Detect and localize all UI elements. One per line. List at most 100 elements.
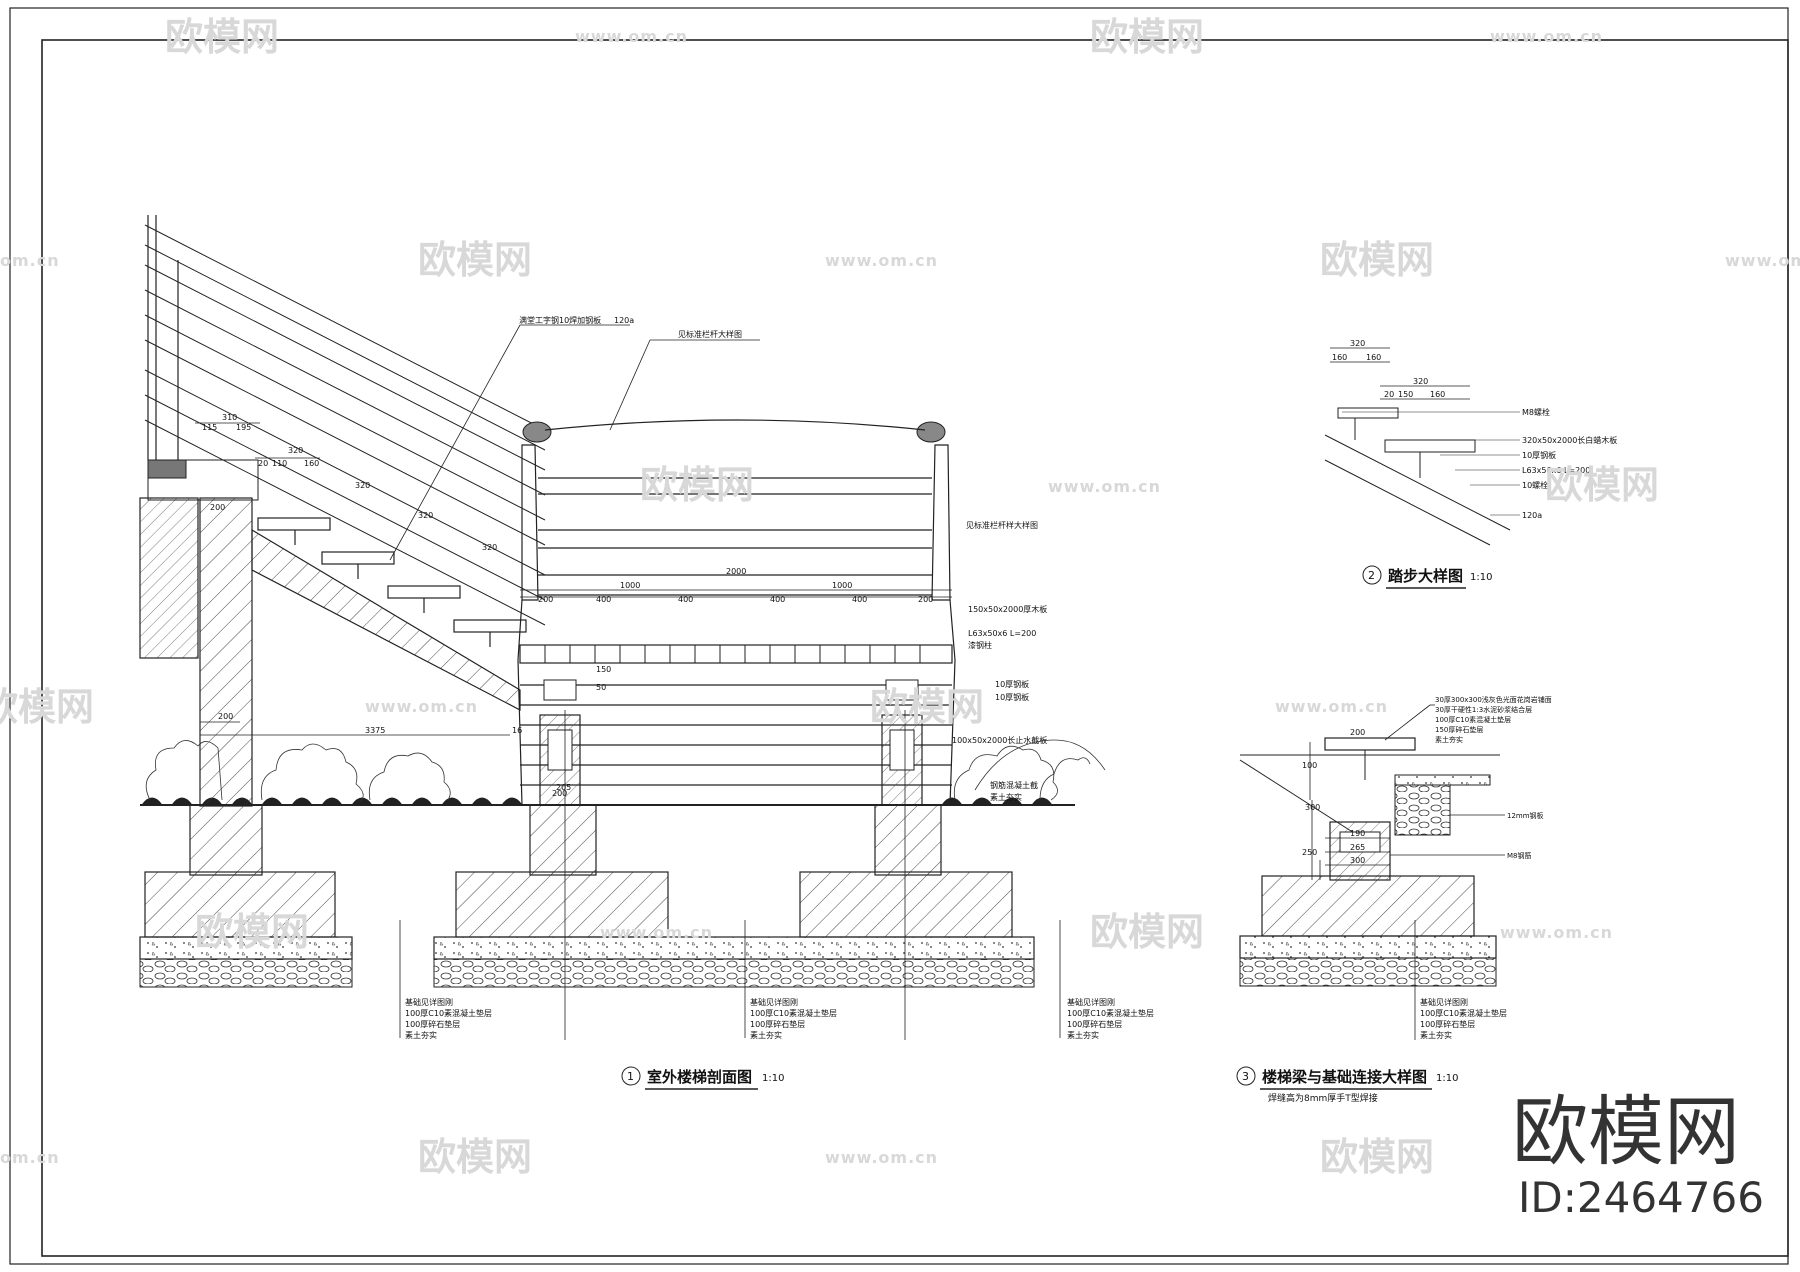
svg-text:150: 150 bbox=[1398, 390, 1413, 399]
svg-text:100厚碎石垫层: 100厚碎石垫层 bbox=[750, 1019, 805, 1029]
section-2-title: 2 踏步大样图 1:10 bbox=[1362, 565, 1492, 589]
dim: 3375 bbox=[365, 726, 385, 735]
note-7: 漆钢柱 bbox=[968, 640, 992, 650]
dim: 200 bbox=[918, 595, 933, 604]
note-8: 10厚钢板 bbox=[995, 679, 1029, 689]
section-1-drawing bbox=[139, 215, 1106, 1040]
section-3-drawing bbox=[1239, 704, 1505, 1040]
svg-text:素土夯实: 素土夯实 bbox=[1067, 1030, 1099, 1040]
svg-text:10厚钢板: 10厚钢板 bbox=[1522, 450, 1556, 460]
watermark-url: www.om.cn bbox=[825, 1148, 938, 1167]
svg-text:265: 265 bbox=[1350, 843, 1365, 852]
dim: 16 bbox=[512, 726, 522, 735]
foundation-notes-right: 基础见详图刚 100厚C10素混凝土垫层 100厚碎石垫层 素土夯实 bbox=[1067, 997, 1154, 1040]
svg-text:100厚C10素混凝土垫层: 100厚C10素混凝土垫层 bbox=[1067, 1008, 1154, 1018]
note-6: L63x50x6 L=200 bbox=[968, 629, 1036, 638]
section-3-notes: 30厚300x300浅灰色光面花岗岩铺面 30厚干硬性1:3水泥砂浆结合层 10… bbox=[1435, 695, 1552, 860]
stair-treads bbox=[257, 517, 527, 647]
svg-text:100: 100 bbox=[1302, 761, 1317, 770]
note-12: 素土夯实 bbox=[990, 792, 1022, 802]
dim: 400 bbox=[596, 595, 611, 604]
watermark-url: www.om.cn bbox=[825, 251, 938, 270]
svg-text:10螺栓: 10螺栓 bbox=[1522, 480, 1548, 490]
watermark-url: www.om.cn bbox=[365, 697, 478, 716]
svg-text:100厚碎石垫层: 100厚碎石垫层 bbox=[1420, 1019, 1475, 1029]
note-11: 钢筋混凝土截 bbox=[990, 780, 1038, 790]
section-3-title-text: 楼梯梁与基础连接大样图 bbox=[1262, 1068, 1427, 1086]
watermark-url: om.cn bbox=[0, 251, 60, 270]
section-2-drawing bbox=[1324, 347, 1520, 546]
dim: 320 bbox=[355, 481, 370, 490]
svg-text:160: 160 bbox=[1430, 390, 1445, 399]
watermark-brand: 欧模网 bbox=[418, 238, 532, 282]
watermark-url: www.om.cn bbox=[1048, 477, 1161, 496]
section-2-scale: 1:10 bbox=[1470, 572, 1492, 583]
note-4: 见标准栏杆样大样图 bbox=[966, 520, 1038, 530]
svg-text:100厚C10素混凝土垫层: 100厚C10素混凝土垫层 bbox=[405, 1008, 492, 1018]
dim: 310 bbox=[222, 413, 237, 422]
watermark-brand: 欧模网 bbox=[418, 1135, 532, 1179]
note-10: 100x50x2000长止水截板 bbox=[952, 735, 1047, 745]
svg-text:基础见详图刚: 基础见详图刚 bbox=[405, 997, 453, 1007]
section-2-number: 2 bbox=[1368, 569, 1375, 582]
svg-text:200: 200 bbox=[1350, 728, 1365, 737]
dim: 400 bbox=[678, 595, 693, 604]
svg-text:160: 160 bbox=[1332, 353, 1347, 362]
dim: 400 bbox=[852, 595, 867, 604]
note-1: 满堂工字钢10焊加钢板 bbox=[519, 315, 601, 325]
dim: 150 bbox=[596, 665, 611, 674]
watermark-big-brand: 欧模网 bbox=[1512, 1087, 1740, 1176]
svg-text:100厚C10素混凝土垫层: 100厚C10素混凝土垫层 bbox=[750, 1008, 837, 1018]
svg-text:素土夯实: 素土夯实 bbox=[1435, 735, 1463, 744]
platform-structure bbox=[517, 419, 956, 806]
svg-text:100厚C10素混凝土垫层: 100厚C10素混凝土垫层 bbox=[1420, 1008, 1507, 1018]
svg-text:L63x50x6 L=200: L63x50x6 L=200 bbox=[1522, 466, 1590, 475]
svg-text:基础见详图刚: 基础见详图刚 bbox=[750, 997, 798, 1007]
outer-frame bbox=[9, 7, 1789, 1265]
dim: 160 bbox=[304, 459, 319, 468]
svg-text:300: 300 bbox=[1350, 856, 1365, 865]
svg-text:素土夯实: 素土夯实 bbox=[750, 1030, 782, 1040]
svg-text:素土夯实: 素土夯实 bbox=[405, 1030, 437, 1040]
note-5: 150x50x2000厚木板 bbox=[968, 604, 1047, 614]
dim: 50 bbox=[596, 683, 606, 692]
svg-text:20: 20 bbox=[1384, 390, 1394, 399]
watermark-url: om.cn bbox=[0, 1148, 60, 1167]
svg-text:150厚碎石垫层: 150厚碎石垫层 bbox=[1435, 725, 1483, 734]
dim: 320 bbox=[418, 511, 433, 520]
watermark-url: www.om.cn bbox=[1490, 27, 1603, 46]
svg-text:320x50x2000长白蜡木板: 320x50x2000长白蜡木板 bbox=[1522, 435, 1617, 445]
watermark-brand: 欧模网 bbox=[0, 685, 94, 729]
section-1-scale: 1:10 bbox=[762, 1073, 784, 1084]
watermark-brand: 欧模网 bbox=[1090, 910, 1204, 954]
watermark-url: www.om.cn bbox=[1500, 923, 1613, 942]
watermark-url: www.om.cn bbox=[1275, 697, 1388, 716]
watermark-url: www.om.cn bbox=[600, 923, 713, 942]
dim: 200 bbox=[538, 595, 553, 604]
watermark-brand: 欧模网 bbox=[195, 910, 309, 954]
section-3-title: 3 楼梯梁与基础连接大样图 1:10 焊缝高为8mm厚手T型焊接 bbox=[1236, 1066, 1458, 1104]
svg-text:160: 160 bbox=[1366, 353, 1381, 362]
dim: 1000 bbox=[832, 581, 852, 590]
svg-text:30厚300x300浅灰色光面花岗岩铺面: 30厚300x300浅灰色光面花岗岩铺面 bbox=[1435, 695, 1552, 704]
dim: 115 bbox=[202, 423, 217, 432]
watermark-brand: 欧模网 bbox=[870, 685, 984, 729]
section-1-dimensions: 310 115 195 320 20 110 160 320 320 320 2… bbox=[202, 413, 933, 798]
dim: 400 bbox=[770, 595, 785, 604]
svg-text:100厚碎石垫层: 100厚碎石垫层 bbox=[1067, 1019, 1122, 1029]
dim: 20 bbox=[258, 459, 268, 468]
dim: 200 bbox=[210, 503, 225, 512]
section-2-title-text: 踏步大样图 bbox=[1388, 567, 1463, 585]
svg-text:320: 320 bbox=[1350, 339, 1365, 348]
dim: 320 bbox=[482, 543, 497, 552]
svg-text:250: 250 bbox=[1302, 848, 1317, 857]
section-1-number: 1 bbox=[627, 1070, 634, 1083]
svg-text:基础见详图刚: 基础见详图刚 bbox=[1420, 997, 1468, 1007]
handrail-lines bbox=[144, 224, 546, 626]
section-1-title: 1 室外楼梯剖面图 1:10 bbox=[621, 1066, 784, 1090]
foundation-notes-left: 基础见详图刚 100厚C10素混凝土垫层 100厚碎石垫层 素土夯实 bbox=[405, 997, 492, 1040]
inner-frame bbox=[41, 39, 1789, 1257]
svg-text:M8钢筋: M8钢筋 bbox=[1507, 851, 1532, 860]
watermark-brand: 欧模网 bbox=[640, 463, 754, 507]
dim: 205 bbox=[556, 783, 571, 792]
